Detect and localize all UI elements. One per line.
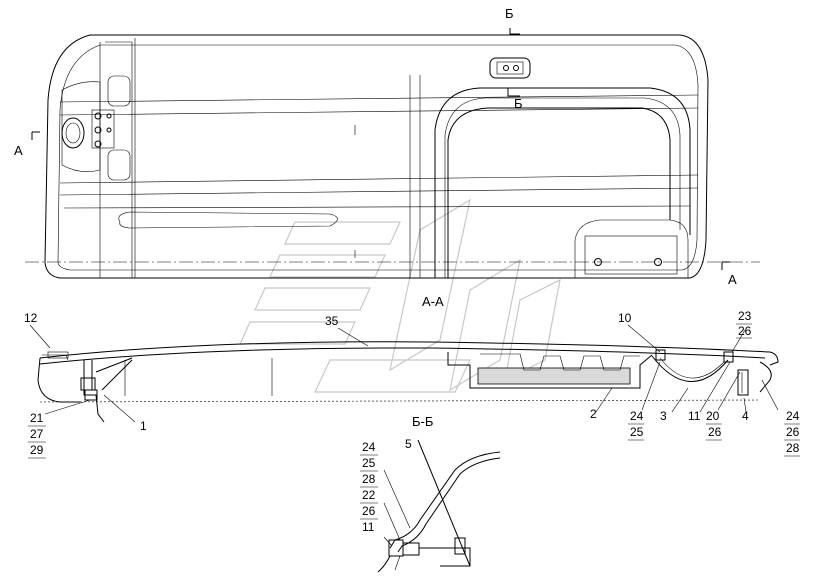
- callout-10: 10: [618, 311, 632, 325]
- watermark-logo: [239, 198, 561, 393]
- section-aa-drawing: [37, 341, 779, 423]
- section-mark-a-right: А: [721, 261, 737, 287]
- callout-23: 23: [738, 309, 752, 323]
- callout-1: 1: [140, 419, 147, 433]
- callout-bb-22: 22: [362, 488, 376, 502]
- callout-11a: 11: [688, 409, 701, 423]
- section-mark-b-mid-label: Б: [514, 96, 523, 111]
- section-bb-drawing: [377, 439, 501, 573]
- section-title-aa: А-А: [422, 294, 444, 309]
- callout-24a: 24: [630, 409, 644, 423]
- callout-35: 35: [325, 314, 339, 328]
- callout-bb-28: 28: [362, 472, 376, 486]
- callout-bb-5: 5: [405, 437, 412, 451]
- callouts-bb: 24 25 28 22 26 11 5: [360, 437, 412, 534]
- callout-26b: 26: [708, 425, 722, 439]
- callout-12: 12: [24, 311, 38, 325]
- leaders-aa: [29, 324, 779, 423]
- callout-25a: 25: [630, 425, 644, 439]
- callout-26c: 26: [786, 425, 800, 439]
- callout-20: 20: [706, 409, 720, 423]
- section-mark-a-left-label: А: [14, 143, 23, 158]
- callout-bb-26: 26: [362, 504, 376, 518]
- section-mark-a-right-label: А: [728, 272, 737, 287]
- callout-2: 2: [590, 407, 597, 421]
- callouts-aa: 12 35 10 23 26 21 27 29 1 2 24 25 3 11 2…: [24, 309, 800, 459]
- callout-27: 27: [30, 427, 44, 441]
- callout-bb-25: 25: [362, 456, 376, 470]
- section-mark-b-mid: Б: [507, 88, 523, 111]
- callout-4: 4: [742, 409, 749, 423]
- section-mark-b-top-label: Б: [505, 6, 514, 21]
- callout-bb-11: 11: [362, 520, 375, 534]
- section-title-bb: Б-Б: [412, 414, 433, 429]
- callout-21: 21: [30, 411, 44, 425]
- section-mark-b-top: Б: [505, 6, 520, 35]
- section-mark-a-left: А: [14, 131, 40, 158]
- callout-3: 3: [660, 409, 667, 423]
- callout-28a: 28: [786, 441, 800, 455]
- callout-bb-24: 24: [362, 440, 376, 454]
- callout-26a: 26: [738, 324, 752, 338]
- panel-top-view: [25, 34, 760, 279]
- callout-29: 29: [30, 443, 44, 457]
- callout-24b: 24: [786, 409, 800, 423]
